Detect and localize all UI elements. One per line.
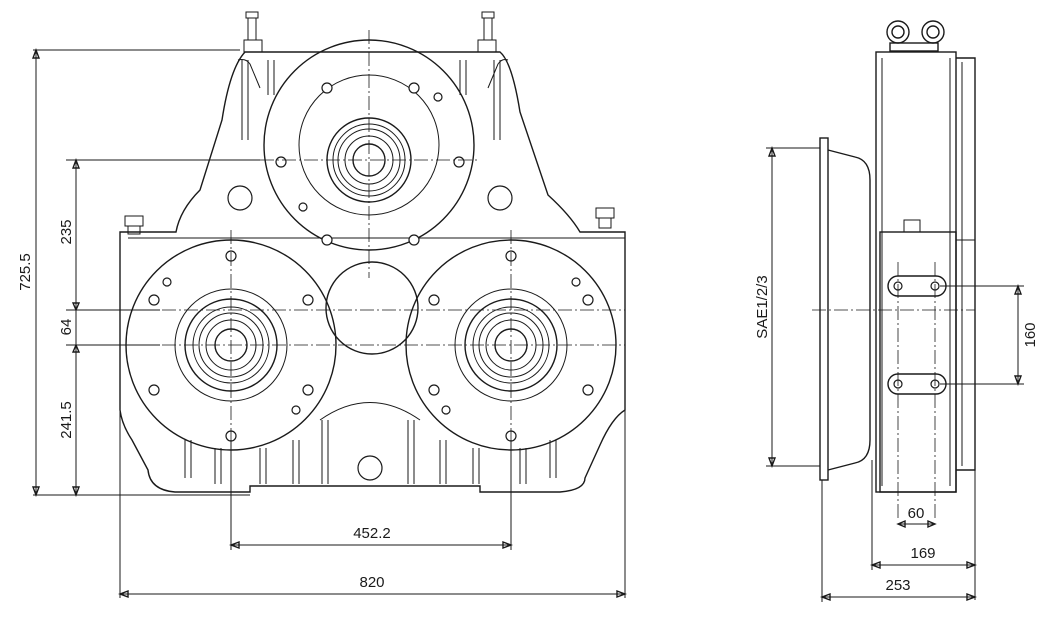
center-web [319, 402, 421, 421]
dim-overall-height: 725.5 [17, 253, 34, 291]
center-lines [118, 30, 625, 458]
dim-overall-width: 820 [359, 574, 384, 591]
drain-plug [357, 455, 383, 481]
breather-right [595, 207, 615, 229]
side-dimensions [766, 146, 1024, 602]
housing-ribs [184, 60, 557, 484]
dim-lower: 241.5 [58, 401, 75, 439]
dim-mount-depth: 169 [910, 545, 935, 562]
dim-offset: 64 [58, 319, 75, 336]
side-housing [875, 51, 957, 493]
front-view: 725.5 235 64 241.5 452.2 820 [17, 11, 627, 599]
idler-gear-cover [325, 261, 419, 355]
side-lifting-eyes [886, 20, 945, 52]
dim-upper-pitch: 235 [58, 219, 75, 244]
breather-left [124, 215, 144, 235]
dim-total-depth: 253 [885, 577, 910, 594]
mounting-foot [879, 231, 957, 493]
side-view: SAE1/2/3 160 60 169 253 [754, 20, 1039, 602]
front-dimensions [31, 48, 627, 599]
dim-output-spacing: 452.2 [353, 525, 391, 542]
lifting-eye-right [477, 11, 497, 53]
vent-plug-left [227, 185, 253, 211]
vent-plug-right [487, 185, 513, 211]
dim-slot-width: 60 [908, 505, 925, 522]
lifting-eye-left [243, 11, 263, 53]
dim-slot-pitch: 160 [1022, 322, 1039, 347]
sae-mounting-plate [819, 137, 829, 481]
flange-label: SAE1/2/3 [754, 275, 771, 338]
